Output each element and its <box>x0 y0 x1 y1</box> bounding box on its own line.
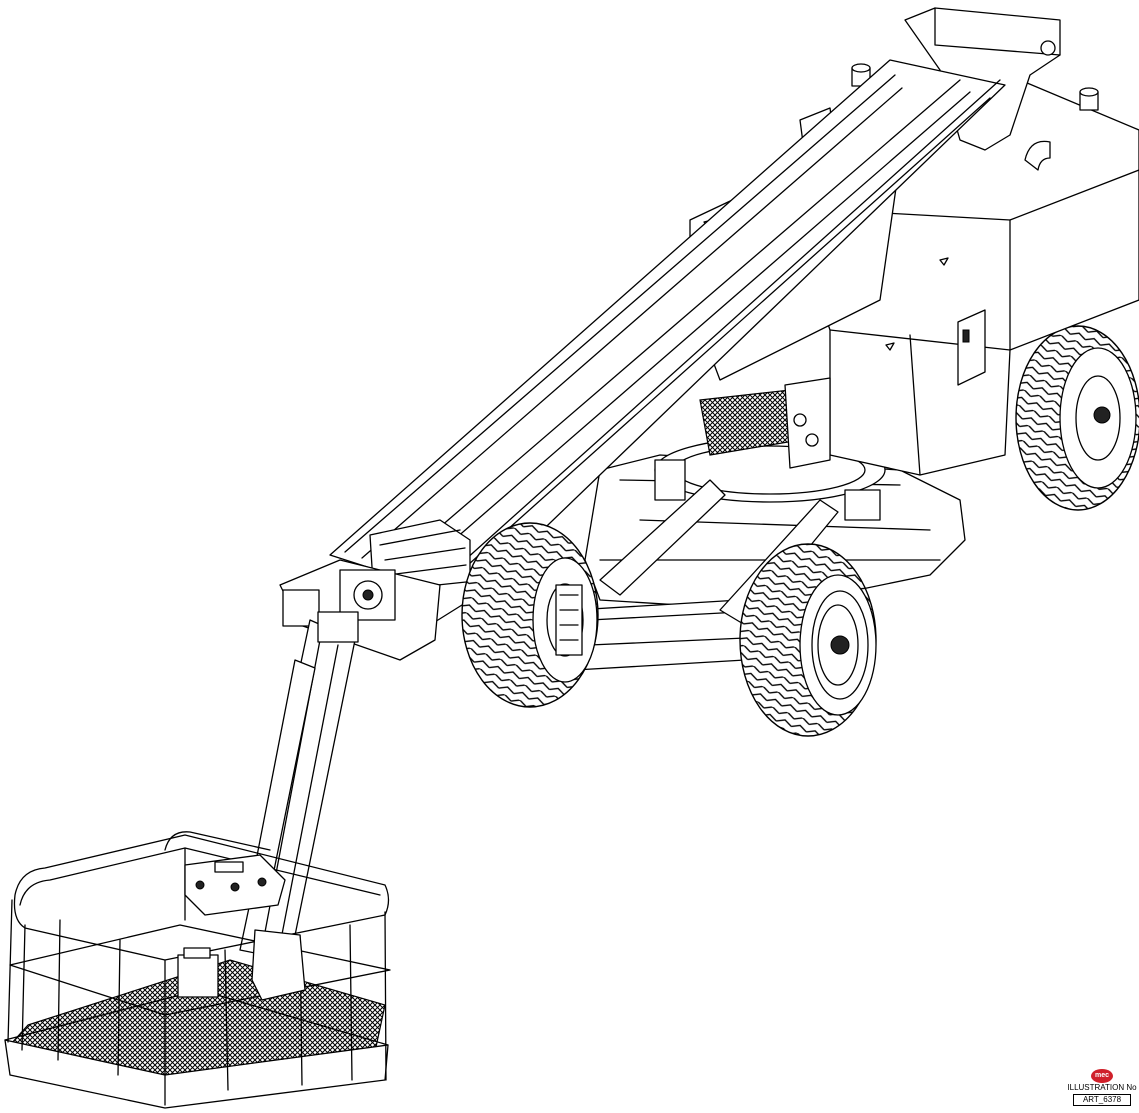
front-right-wheel <box>740 544 876 736</box>
platform-basket <box>5 832 390 1108</box>
platform-rotator <box>252 930 305 1000</box>
main-boom <box>280 60 1005 660</box>
joystick-icon <box>231 883 239 891</box>
joystick-icon <box>258 878 266 886</box>
illustration-number-block: mec ILLUSTRATION No ART_6378 <box>1066 1069 1138 1111</box>
manual-holder <box>178 955 218 997</box>
joystick-icon <box>196 881 204 889</box>
front-left-wheel <box>462 523 598 707</box>
mec-logo-icon: mec <box>1091 1069 1113 1083</box>
fuel-cap-icon <box>1080 88 1098 110</box>
left-steer-cylinder <box>600 480 725 595</box>
illustration-label: ILLUSTRATION No <box>1067 1083 1137 1092</box>
illustration-number: ART_6378 <box>1073 1094 1131 1106</box>
console-display-icon <box>215 862 243 872</box>
rear-right-wheel <box>1016 326 1139 510</box>
